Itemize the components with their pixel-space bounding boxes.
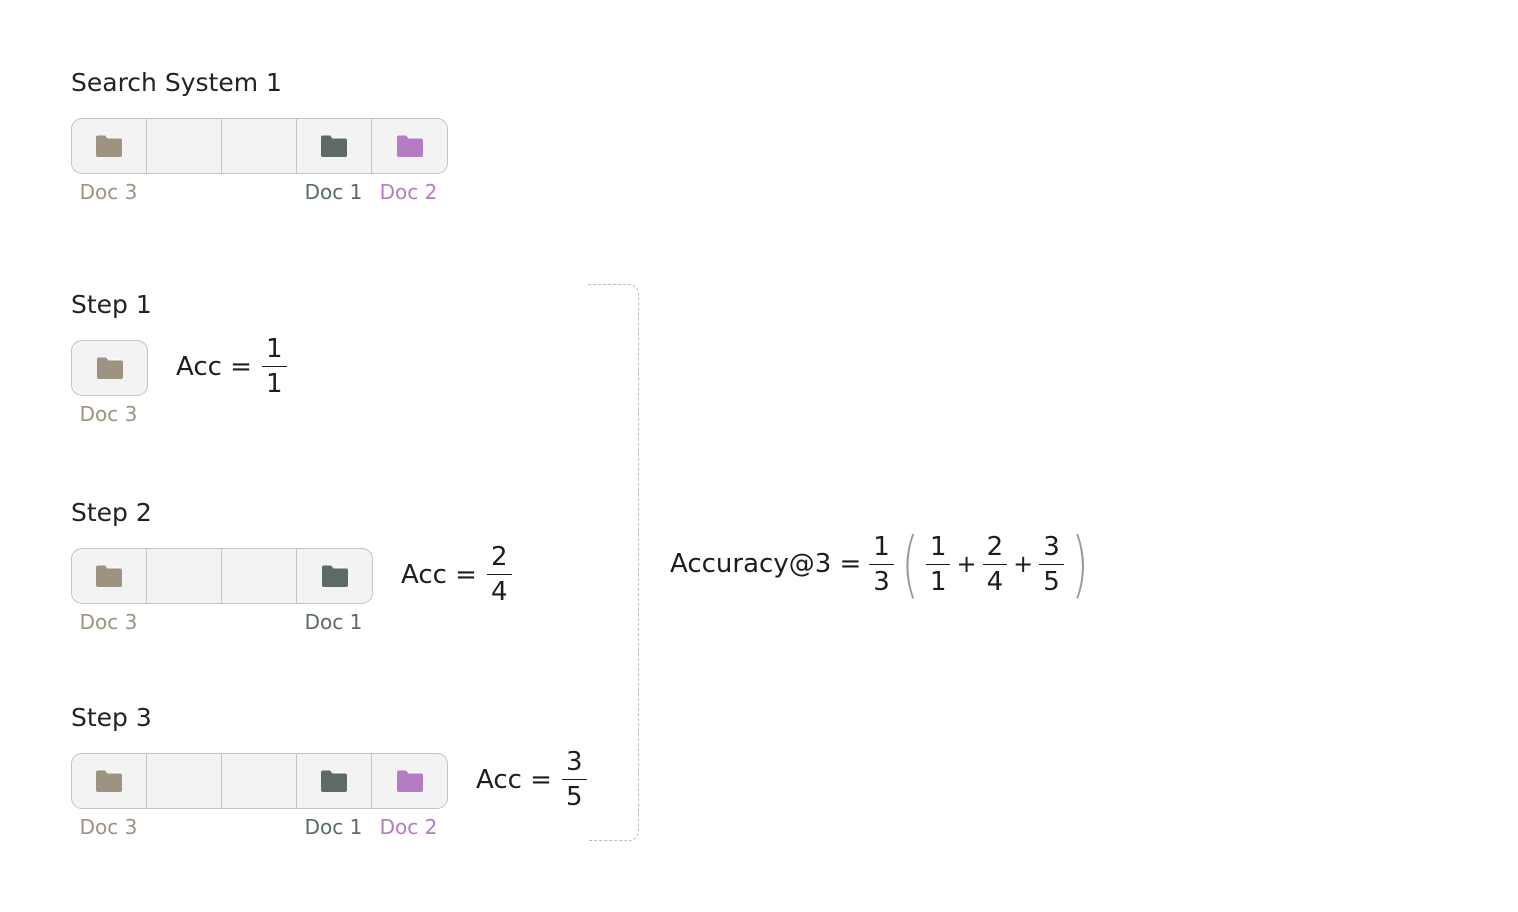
doc-label-doc3: Doc 3 [79, 402, 138, 426]
folder-icon [94, 563, 124, 589]
step-title: Step 1 [71, 290, 152, 319]
folder-icon [319, 133, 349, 159]
acc-label: Acc = [176, 351, 252, 382]
slot-1 [72, 549, 147, 603]
slot-5 [372, 119, 447, 173]
step-accuracy: Acc = 2 4 [401, 544, 512, 605]
outer-numerator: 1 [873, 531, 890, 562]
term-numerator: 1 [929, 531, 947, 562]
slot-3 [222, 119, 297, 173]
result-strip [71, 753, 448, 809]
acc-label: Acc = [476, 764, 552, 795]
slot-3 [222, 549, 297, 603]
step-accuracy: Acc = 3 5 [476, 749, 587, 810]
acc-fraction: 3 5 [561, 747, 587, 810]
acc-denominator: 5 [561, 779, 587, 810]
slot-4 [297, 754, 372, 808]
outer-fraction: 1 3 [869, 534, 894, 595]
slot-1 [72, 754, 147, 808]
acc-numerator: 2 [490, 542, 508, 572]
slot-2 [147, 549, 222, 603]
doc-label-doc3: Doc 3 [79, 610, 138, 634]
term-denominator: 1 [925, 563, 951, 595]
acc-numerator: 3 [565, 747, 583, 777]
term-fraction: 2 4 [982, 531, 1008, 595]
slot-1 [72, 119, 147, 173]
term-denominator: 5 [1039, 563, 1064, 595]
term-fraction: 3 5 [1039, 534, 1064, 595]
acc-denominator: 1 [261, 366, 287, 397]
result-strip [71, 340, 148, 396]
folder-icon [395, 768, 425, 794]
doc-label-doc1: Doc 1 [304, 815, 363, 839]
slot-5 [372, 754, 447, 808]
outer-denominator: 3 [869, 563, 894, 595]
acc-fraction: 1 1 [261, 334, 287, 397]
term-denominator: 4 [982, 563, 1008, 595]
search-system-title: Search System 1 [71, 68, 282, 97]
plus-sign: + [1013, 550, 1034, 578]
folder-icon [395, 133, 425, 159]
slot-3 [222, 754, 297, 808]
folder-icon [94, 133, 124, 159]
accuracy-formula: Accuracy@3 = 1 3 ( 1 1 + 2 4 + 3 5 ) [670, 528, 1096, 600]
term-numerator: 2 [986, 531, 1004, 562]
acc-denominator: 4 [486, 574, 512, 605]
doc-label-doc1: Doc 1 [304, 180, 363, 204]
folder-icon [95, 355, 125, 381]
formula-lhs: Accuracy@3 = [670, 549, 862, 579]
step-title: Step 2 [71, 498, 152, 527]
term-numerator: 3 [1043, 531, 1060, 562]
step-title: Step 3 [71, 703, 152, 732]
close-paren: ) [1071, 522, 1089, 606]
step-accuracy: Acc = 1 1 [176, 336, 287, 397]
doc-label-doc3: Doc 3 [79, 180, 138, 204]
folder-icon [319, 768, 349, 794]
folder-icon [320, 563, 350, 589]
acc-numerator: 1 [265, 334, 283, 364]
acc-fraction: 2 4 [486, 542, 512, 605]
slot-2 [147, 754, 222, 808]
doc-label-doc3: Doc 3 [79, 815, 138, 839]
slot-4 [297, 119, 372, 173]
result-strip [71, 548, 373, 604]
doc-label-doc2: Doc 2 [379, 815, 438, 839]
slot-4 [297, 549, 372, 603]
doc-label-doc2: Doc 2 [379, 180, 438, 204]
plus-sign: + [956, 550, 977, 578]
steps-bracket [588, 284, 639, 841]
open-paren: ( [901, 522, 919, 606]
folder-icon [94, 768, 124, 794]
acc-label: Acc = [401, 559, 477, 590]
doc-label-doc1: Doc 1 [304, 610, 363, 634]
result-strip [71, 118, 448, 174]
term-fraction: 1 1 [925, 531, 951, 595]
slot-1 [72, 341, 147, 395]
slot-2 [147, 119, 222, 173]
